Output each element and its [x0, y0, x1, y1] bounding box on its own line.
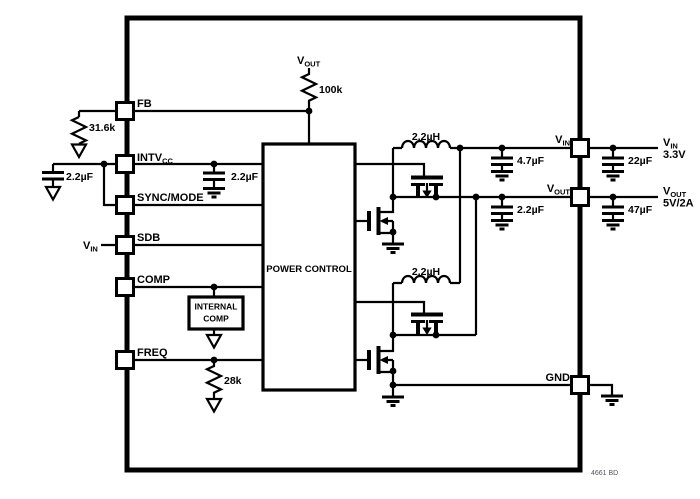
nmos2-body-arrow-icon [379, 356, 388, 364]
cap-vout-outer-label: 47µF [628, 204, 653, 216]
sdb-pin [115, 235, 135, 255]
ground-vin-inner-cap [491, 170, 513, 182]
earth-ground-symbols [203, 170, 624, 407]
inductor-2-label: 2.2µH [412, 266, 440, 278]
vin-ext-rail-value: 3.3V [663, 149, 686, 161]
vout-pin [570, 187, 590, 207]
freq-pin [115, 350, 135, 370]
internal-comp-label-line2: COMP [203, 314, 229, 324]
ground-intvcc-cap [203, 187, 225, 199]
capacitor-intvcc-bulk [42, 171, 64, 181]
cap-vin-outer-label: 22µF [628, 155, 653, 167]
fb-pin-label: FB [137, 98, 152, 110]
fb-pin [115, 101, 135, 121]
power-control-label: POWER CONTROL [266, 264, 352, 275]
intvcc-pin-label: INTVCC [137, 152, 173, 166]
gnd-pin [570, 375, 590, 395]
junction-dots [100, 107, 617, 389]
cap-intvcc-bulk-label: 2.2µF [66, 171, 94, 183]
nmos1-body-arrow-icon [379, 217, 388, 225]
figure-tag: 4661 BD [591, 470, 618, 477]
internal-comp-block [187, 295, 245, 331]
capacitor-vout-inner [491, 205, 513, 215]
intvcc-pin [115, 154, 135, 174]
pin-squares [115, 101, 590, 395]
pmos1-body-arrow-icon [422, 190, 432, 198]
capacitor-vin-inner [491, 156, 513, 166]
capacitor-plates [42, 156, 624, 215]
ground-vout-outer-cap [602, 219, 624, 231]
sync-mode-pin [115, 195, 135, 215]
vin-pin [570, 138, 590, 158]
internal-comp-label-line1: INTERNAL [195, 302, 238, 312]
ground-vin-outer-cap [602, 170, 624, 182]
sync-mode-pin-label: SYNC/MODE [137, 192, 204, 204]
capacitor-vin-outer [602, 156, 624, 166]
comp-pin [115, 277, 135, 297]
capacitor-vout-outer [602, 205, 624, 215]
ground-internal-comp [205, 333, 223, 350]
resistor-28k-label: 28k [224, 375, 242, 387]
resistor-100k-label: 100k [319, 84, 343, 96]
cap-vout-inner-label: 2.2µF [517, 204, 545, 216]
cap-vin-inner-label: 4.7µF [517, 155, 545, 167]
sdb-pin-label: SDB [137, 232, 160, 244]
resistor-31k6-label: 31.6k [89, 122, 115, 134]
freq-pin-label: FREQ [137, 347, 168, 359]
comp-pin-label: COMP [137, 274, 170, 286]
pmos-2 [411, 312, 443, 335]
ground-nmos2-source [382, 395, 404, 407]
triangle-ground-symbols [44, 143, 223, 414]
cap-intvcc-bypass-label: 2.2µF [231, 171, 259, 183]
vout-pin-label: VOUT [547, 183, 571, 197]
pmos2-body-arrow-icon [422, 327, 432, 335]
power-control-block [261, 142, 357, 392]
inductor-1-label: 2.2µH [412, 131, 440, 143]
ground-nmos1-source [382, 242, 404, 254]
vout-sense-rail-label: VOUT [297, 55, 321, 69]
vout-ext-rail-label: VOUT [663, 186, 687, 200]
ground-31k6-resistor [70, 143, 88, 160]
vout-ext-rail-value: 5V/2A [663, 198, 694, 210]
capacitor-intvcc-bypass [203, 171, 225, 181]
ground-gnd-pin [601, 394, 623, 406]
ground-28k-resistor [205, 397, 223, 414]
vin-pin-label: VIN [555, 134, 570, 148]
nmos-2 [367, 346, 388, 374]
gnd-pin-label: GND [546, 372, 571, 384]
ground-intvcc-bulk-cap [44, 185, 62, 202]
sdb-supply-rail-label: VIN [83, 240, 98, 254]
ground-vout-inner-cap [491, 219, 513, 231]
vin-ext-rail-label: VIN [663, 137, 678, 151]
nmos-1 [367, 207, 388, 235]
